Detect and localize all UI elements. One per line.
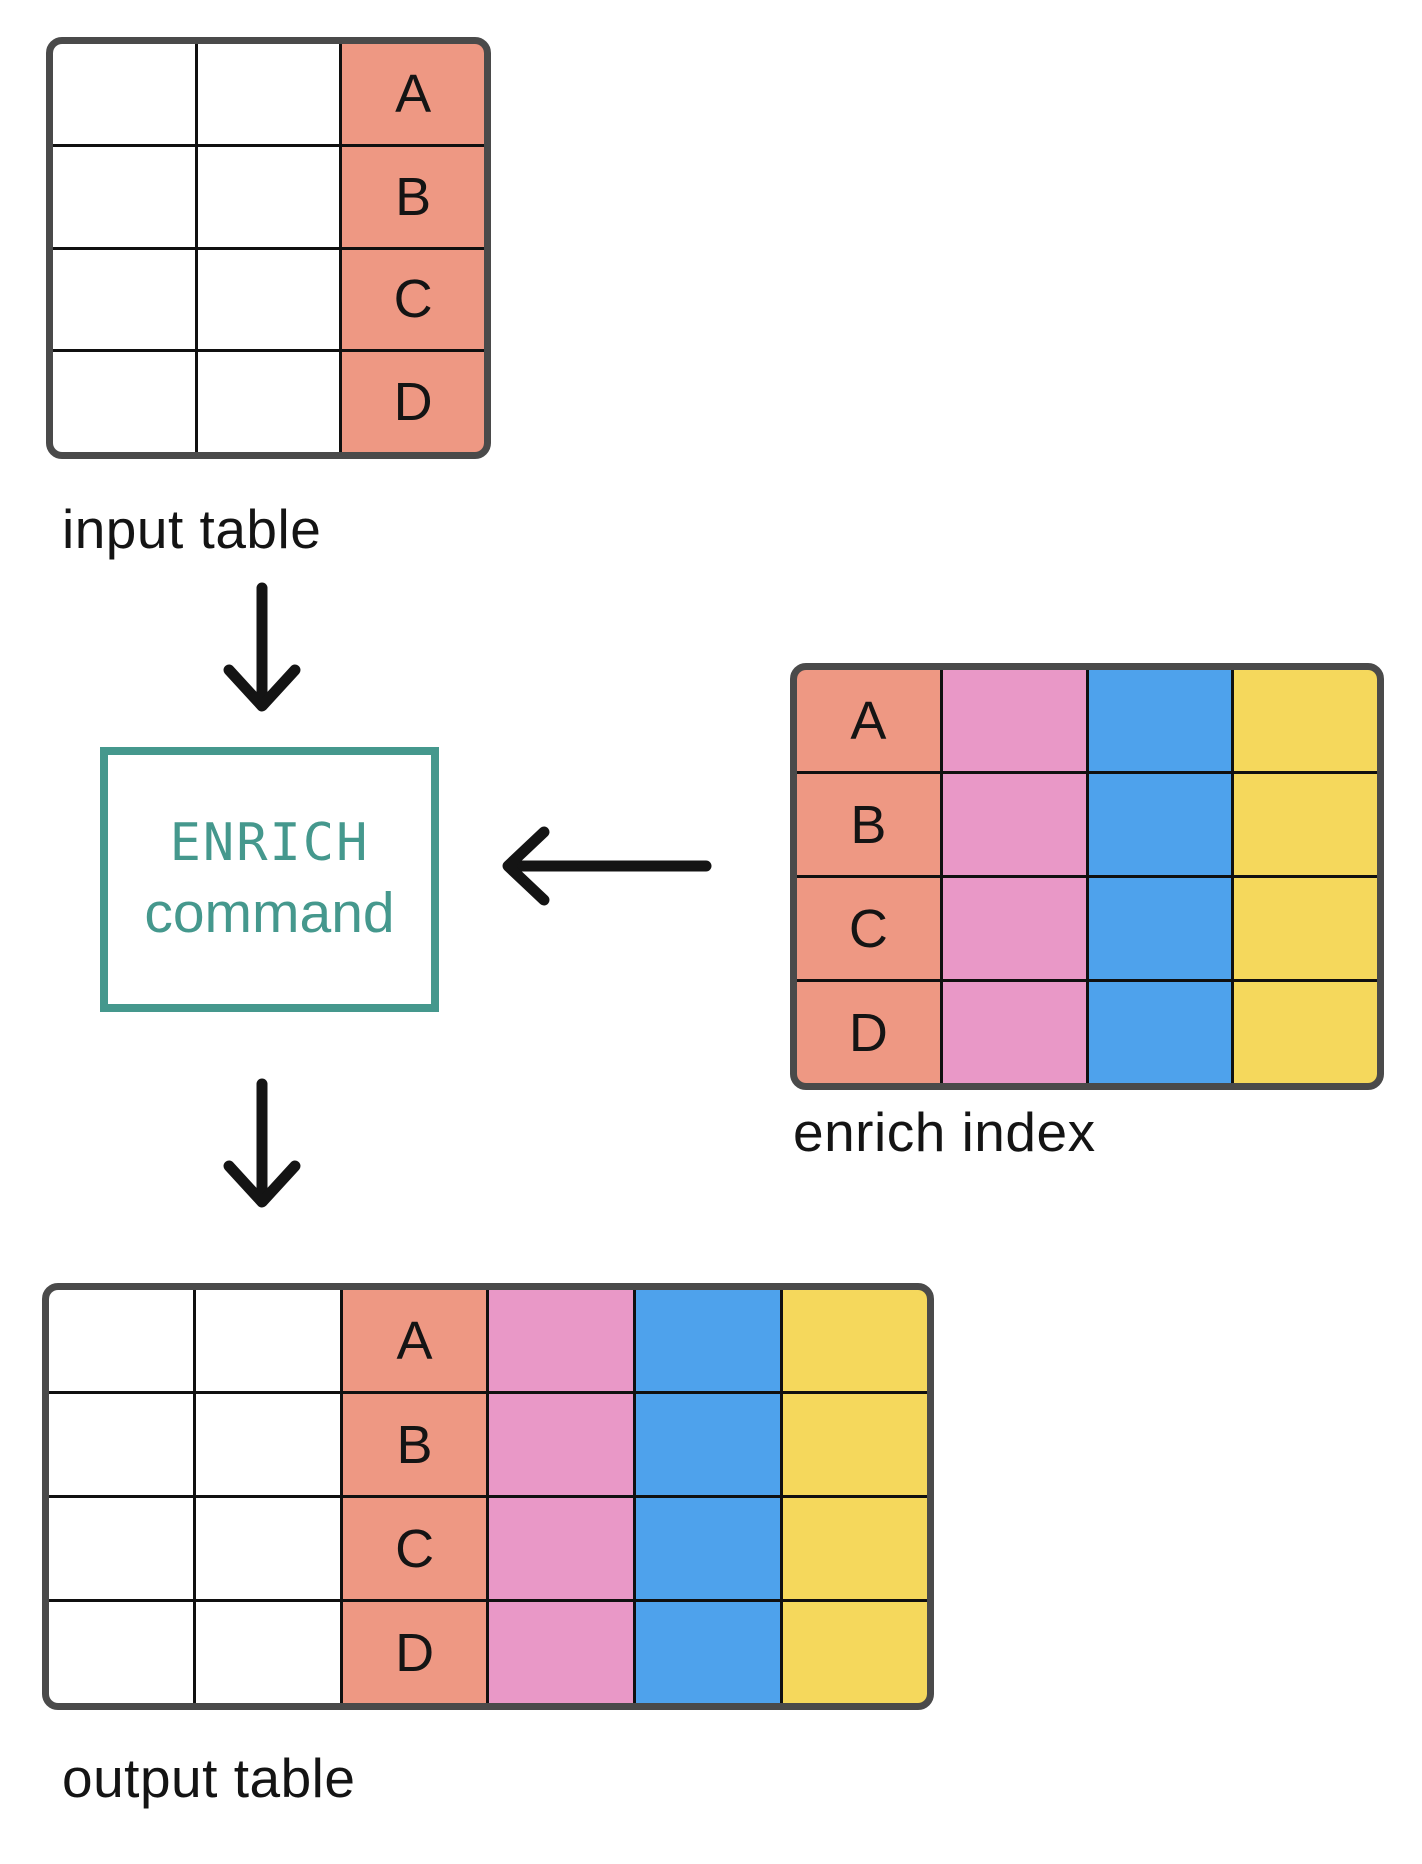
cell-letter: C — [848, 898, 888, 959]
table-cell — [636, 1394, 781, 1495]
table-cell — [49, 1498, 193, 1599]
table-cell — [197, 249, 340, 350]
table-cell — [489, 1498, 634, 1599]
table-cell — [197, 352, 340, 452]
cell-letter: A — [396, 1310, 433, 1371]
enrich-command-word: command — [144, 881, 395, 945]
enrich-command-box: ENRICH command — [100, 747, 439, 1012]
table-cell — [942, 982, 1086, 1083]
table-cell: A — [342, 1290, 487, 1391]
table-cell — [53, 146, 195, 247]
enrich-index-label: enrich index — [793, 1101, 1096, 1163]
table-cell — [942, 774, 1086, 875]
table-cell: C — [342, 249, 484, 350]
cell-letter: B — [395, 166, 432, 227]
cell-letter: D — [393, 372, 433, 433]
cell-letter: A — [395, 63, 432, 124]
table-cell — [197, 44, 340, 144]
table-cell — [1088, 774, 1232, 875]
table-cell — [1234, 982, 1377, 1083]
table-cell — [489, 1394, 634, 1495]
enrich-command-name: ENRICH — [169, 813, 370, 873]
table-cell — [1088, 878, 1232, 979]
table-cell: C — [342, 1498, 487, 1599]
table-cell — [942, 878, 1086, 979]
table-cell: A — [342, 44, 484, 144]
table-cell — [942, 670, 1086, 771]
table-cell — [53, 249, 195, 350]
table-cell — [53, 44, 195, 144]
table-cell — [1234, 670, 1377, 771]
input-table-label: input table — [62, 498, 322, 560]
table-cell: B — [342, 146, 484, 247]
table-cell — [489, 1290, 634, 1391]
table-cell — [636, 1602, 781, 1703]
cell-letter: B — [850, 794, 887, 855]
cell-letter: B — [396, 1414, 433, 1475]
output-table-label: output table — [62, 1747, 356, 1809]
table-cell: B — [342, 1394, 487, 1495]
table-cell — [783, 1394, 927, 1495]
table-cell — [1088, 670, 1232, 771]
table-cell — [636, 1498, 781, 1599]
cell-letter: D — [395, 1622, 435, 1683]
table-cell — [195, 1602, 340, 1703]
table-cell — [783, 1290, 927, 1391]
down-arrow-icon — [223, 1078, 301, 1208]
table-cell — [197, 146, 340, 247]
table-cell — [49, 1394, 193, 1495]
table-cell — [1234, 774, 1377, 875]
table-cell — [489, 1602, 634, 1703]
table-cell: D — [342, 352, 484, 452]
table-cell — [783, 1602, 927, 1703]
table-cell: D — [797, 982, 940, 1083]
cell-letter: D — [848, 1002, 888, 1063]
table-cell — [195, 1394, 340, 1495]
table-cell — [49, 1602, 193, 1703]
table-cell — [1234, 878, 1377, 979]
down-arrow-icon — [223, 582, 301, 712]
cell-letter: C — [395, 1518, 435, 1579]
left-arrow-icon — [502, 826, 712, 906]
cell-letter: A — [850, 690, 887, 751]
cell-letter: C — [393, 269, 433, 330]
table-cell: D — [342, 1602, 487, 1703]
table-cell: A — [797, 670, 940, 771]
table-cell — [195, 1290, 340, 1391]
table-cell — [783, 1498, 927, 1599]
table-cell: B — [797, 774, 940, 875]
table-cell — [53, 352, 195, 452]
table-cell — [195, 1498, 340, 1599]
table-cell — [1088, 982, 1232, 1083]
table-cell — [636, 1290, 781, 1391]
table-cell — [49, 1290, 193, 1391]
table-cell: C — [797, 878, 940, 979]
